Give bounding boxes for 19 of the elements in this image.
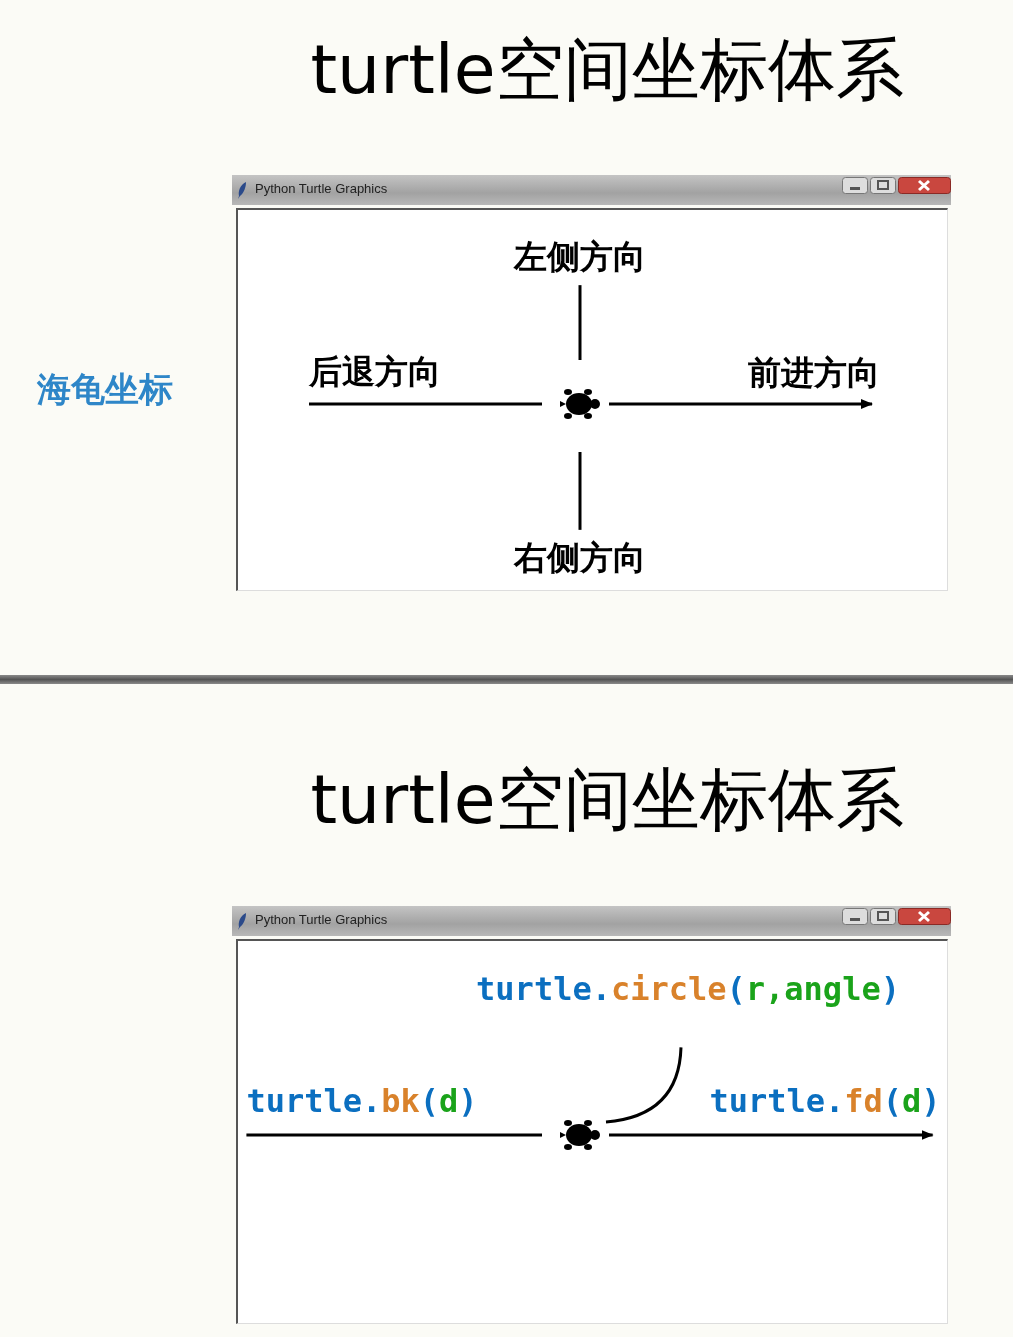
arrow — [609, 399, 873, 409]
slide-title: turtle空间坐标体系 — [310, 32, 904, 108]
direction-label: 后退方向 — [309, 353, 441, 391]
connector-line — [605, 1047, 683, 1124]
connector-line — [309, 402, 542, 406]
connector-line — [578, 285, 582, 360]
code-label: turtle.fd(d) — [709, 1082, 941, 1120]
window-title: Python Turtle Graphics — [255, 912, 388, 927]
window-title: Python Turtle Graphics — [255, 181, 388, 196]
direction-label: 右侧方向 — [514, 539, 646, 577]
side-label: 海龟坐标 — [37, 371, 173, 409]
direction-label: 左侧方向 — [514, 238, 646, 276]
direction-label: 前进方向 — [748, 354, 880, 392]
code-label: turtle.circle(r,angle) — [476, 970, 900, 1008]
connector-line — [246, 1133, 542, 1137]
slide-title: turtle空间坐标体系 — [310, 762, 904, 838]
code-label: turtle.bk(d) — [246, 1082, 478, 1120]
connector-line — [578, 452, 582, 530]
arrow — [609, 1130, 934, 1140]
